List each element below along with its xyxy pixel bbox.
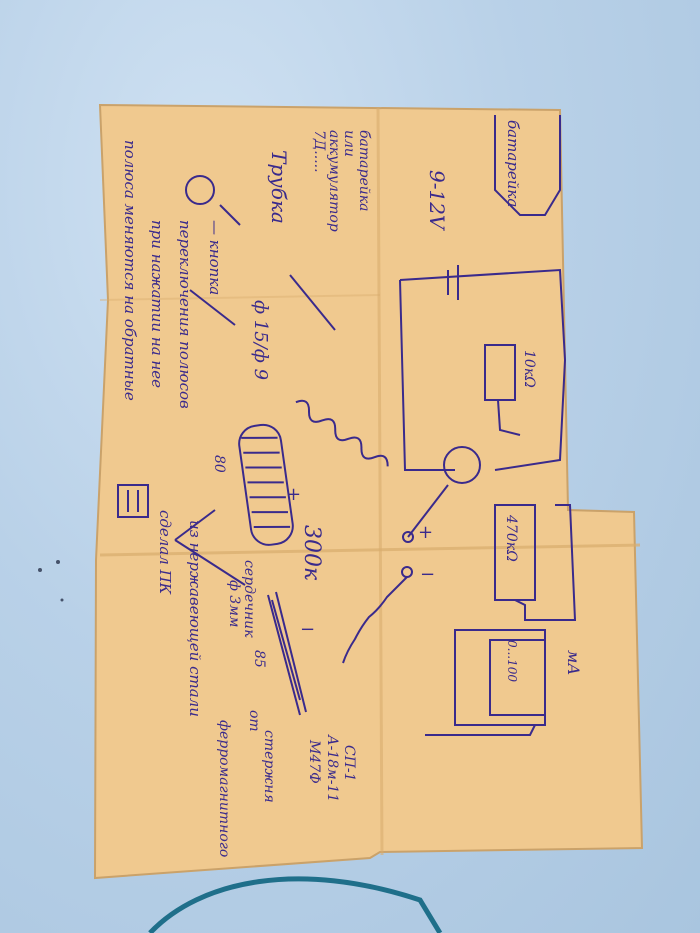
button-note-3: при нажатии на нее [148,220,166,388]
coil-minus: − [300,619,315,640]
table-surface [38,560,64,602]
battery-label: батарейка [504,120,522,207]
meter-scale: 0...100 [505,640,519,682]
tube-label: Трубка [267,150,291,224]
button-note-4: полюса меняются на обратные [121,140,139,401]
r2-label: 470кΩ [503,514,519,562]
turns-label: 300к [299,525,324,581]
coil-plus: + [286,484,301,505]
or-note: или [341,130,357,157]
core-note-1: сердечник [241,560,257,638]
etc-note: 7Д..... [311,130,327,173]
core-note-5: стержня [261,730,277,803]
plus-terminal: + [418,522,433,543]
schematic [117,115,577,736]
usb-cable [148,876,443,933]
made-by-note: сделал ПК [156,510,174,595]
tube-size: ф 15/ф 9 [250,300,271,380]
meter-model-1: СП-1 [341,745,357,782]
wire-note: из нержавеющей стали [186,520,204,717]
core-note-3: от [246,710,262,732]
core-note-2: ф 3мм [226,580,242,628]
minus-terminal: − [420,564,435,585]
voltage-label: 9-12V [425,170,449,232]
handwriting: батарейка батарейка или аккумулятор 7Д..… [121,120,583,857]
meter-model-2: А-18м-11 [324,734,340,802]
paper-sheet [93,103,644,880]
button-note-2: переключения полюсов [176,220,194,409]
len-80: 80 [211,455,227,473]
button-note-1: — кнопка [206,220,224,295]
len-85: 85 [251,650,267,668]
meter-unit: мА [564,650,583,675]
battery-note: батарейка [356,130,372,211]
meter-model-3: М47Ф [306,739,322,784]
core-note-4: ферромагнитного [216,720,232,857]
r1-label: 10кΩ [521,350,537,388]
accumulator-note: аккумулятор [326,130,342,232]
